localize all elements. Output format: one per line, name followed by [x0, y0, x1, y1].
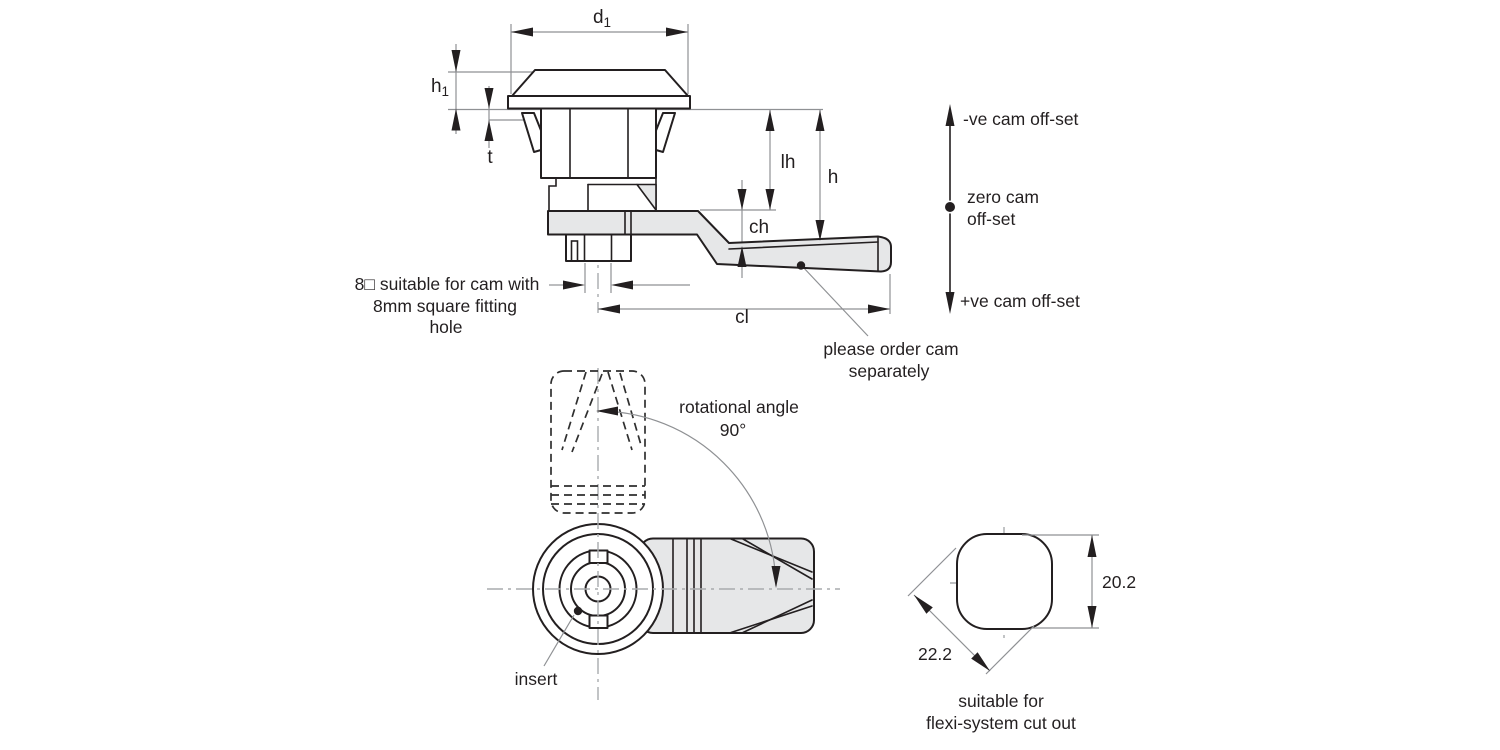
cutout-caption-line2: flexi-system cut out — [926, 713, 1076, 733]
insert-dot — [573, 606, 583, 616]
rotation-note-line2: 90° — [720, 420, 746, 440]
offset-arrow-up — [945, 104, 955, 126]
dim-label-22-2: 22.2 — [918, 644, 952, 664]
insert-label: insert — [515, 669, 558, 689]
cam-offset-legend: -ve cam off-set zero cam off-set +ve cam… — [945, 104, 1080, 314]
square-note-line1: 8□ suitable for cam with — [355, 274, 540, 294]
arrow-t-top — [484, 88, 494, 109]
legend-zero-offset-line1: zero cam — [967, 187, 1039, 207]
dim-label-cl: cl — [735, 307, 749, 328]
side-view: d1 h1 t lh h ch cl 8□ suitable for cam w… — [355, 7, 959, 381]
square-note-line2: 8mm square fitting — [373, 296, 517, 316]
cam-leader-dot — [796, 261, 806, 270]
dim-label-ch: ch — [749, 217, 769, 238]
rotation-arrow-start — [596, 406, 618, 416]
top-view: rotational angle 90° insert — [487, 368, 840, 700]
arrow-h-bottom — [815, 220, 825, 241]
cam-top-view — [639, 537, 815, 634]
dim-label-20-2: 20.2 — [1102, 572, 1136, 592]
arrow-cl-right — [868, 304, 890, 314]
order-cam-note: please order cam separately — [823, 339, 958, 381]
insert-leader — [543, 614, 575, 667]
arrow-20-2-bottom — [1087, 606, 1097, 628]
arrow-lh-bottom — [765, 189, 775, 210]
arrow-h-top — [815, 110, 825, 131]
arrow-cl-left — [598, 304, 620, 314]
spindle — [565, 233, 632, 262]
lower-housing — [548, 177, 657, 212]
arrow-ch-bottom — [737, 246, 747, 267]
side-view-arrowheads — [451, 27, 890, 314]
cutout-shape — [956, 533, 1053, 630]
square-fitting-note: 8□ suitable for cam with 8mm square fitt… — [355, 274, 540, 337]
ghost-cam-dashed — [550, 370, 646, 514]
cam-note-line1: please order cam — [823, 339, 958, 359]
arrow-d1-right — [666, 27, 688, 37]
dim-label-d1: d1 — [593, 7, 611, 30]
dim-label-h: h — [828, 167, 839, 188]
housing-chamfer — [636, 183, 657, 211]
square-note-line3: hole — [429, 317, 462, 337]
arrow-22-2-upper — [914, 595, 933, 614]
arrow-lh-top — [765, 110, 775, 131]
rotation-arc — [596, 406, 781, 588]
dim-20-2: 20.2 — [1022, 534, 1136, 629]
arrow-h1-bottom — [451, 108, 461, 131]
cutout-caption-line1: suitable for — [958, 691, 1044, 711]
legend-zero-offset-line2: off-set — [967, 209, 1015, 229]
dim-22-2: 22.2 — [907, 547, 1035, 675]
arrow-22-2-lower — [971, 652, 990, 671]
cam-side — [547, 210, 892, 273]
arrow-square-left — [563, 280, 585, 290]
arrow-d1-left — [511, 27, 533, 37]
dim-label-lh: lh — [781, 152, 796, 173]
arrow-ch-top — [737, 189, 747, 210]
legend-positive-offset: +ve cam off-set — [960, 291, 1080, 311]
zero-offset-dot — [945, 202, 955, 212]
head-flange — [507, 95, 691, 110]
offset-arrow-down — [945, 292, 955, 314]
arrow-square-right — [611, 280, 633, 290]
arrow-20-2-top — [1087, 535, 1097, 557]
lock-body-side — [507, 69, 892, 273]
rotation-note-line1: rotational angle — [679, 397, 799, 417]
dim-label-h1: h1 — [431, 76, 449, 99]
cam-note-line2: separately — [849, 361, 930, 381]
lock-head — [511, 69, 689, 97]
cutout-view: 20.2 22.2 suitable for flexi-system cut … — [907, 527, 1136, 733]
arrow-h1-top — [451, 50, 461, 72]
dim-label-t: t — [487, 147, 493, 168]
cam-lever — [547, 210, 892, 273]
rotation-arrow-end — [771, 566, 781, 588]
arrow-t-bottom — [484, 120, 494, 141]
lock-body — [540, 107, 657, 179]
legend-negative-offset: -ve cam off-set — [963, 109, 1079, 129]
